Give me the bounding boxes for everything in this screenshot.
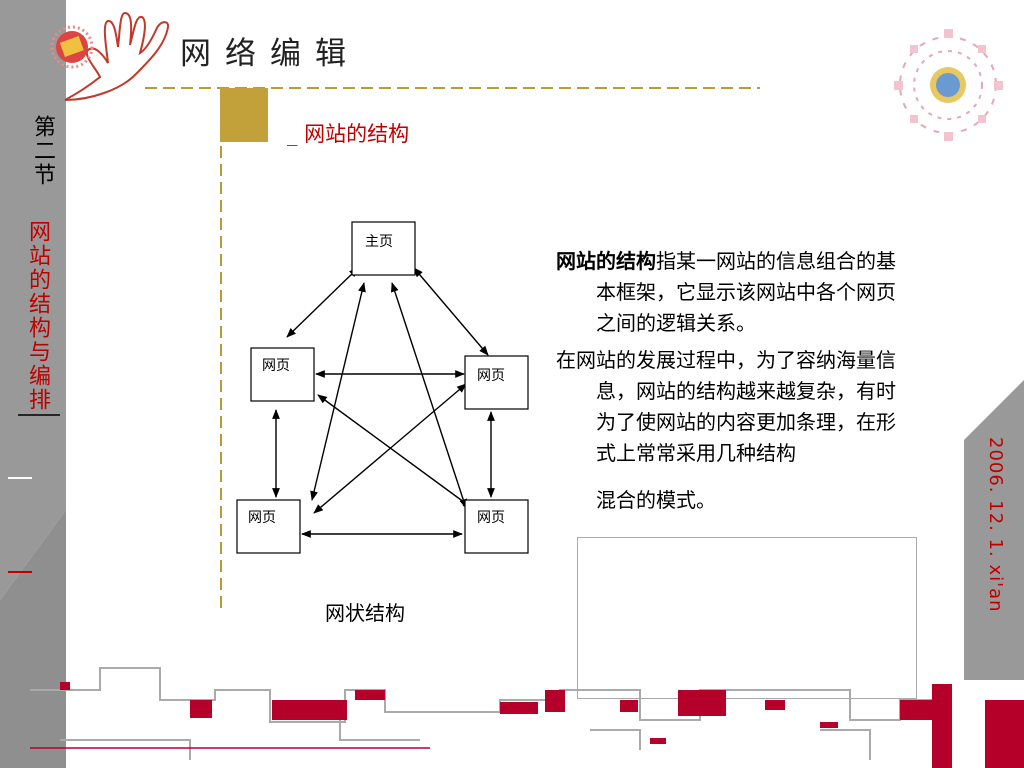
hand-logo-icon <box>50 11 170 101</box>
edge-home-right <box>413 267 489 356</box>
gray-outline-box <box>577 537 917 699</box>
diagram-caption: 网状结构 <box>325 601 405 625</box>
description-text: 网站的结构指某一网站的信息组合的基本框架，它显示该网站中各个网页之间的逻辑关系。… <box>556 246 896 516</box>
wheel-ornament-icon <box>894 29 1003 141</box>
edge-left-bottomright <box>317 394 473 509</box>
node-page-bottomleft-box <box>236 499 301 554</box>
bottom-decoration <box>30 667 1024 768</box>
dashed-guides <box>145 87 760 612</box>
description-definition: 指某一网站的信息组合的基本框架，它显示该网站中各个网页之间的逻辑关系。 <box>596 249 896 335</box>
date-label: 2006. 12. 1. xi'an <box>985 437 1006 613</box>
description-term: 网站的结构 <box>556 249 656 273</box>
gold-accent-block <box>220 88 268 142</box>
node-home-box <box>351 221 416 276</box>
sidebar-strip <box>0 0 66 768</box>
description-paragraph-3: 混合的模式。 <box>596 488 716 512</box>
node-page-right-label: 网页 <box>477 368 505 384</box>
node-page-left-box <box>250 347 315 402</box>
description-paragraph-2: 在网站的发展过程中，为了容纳海量信息，网站的结构越来越复杂，有时为了使网站的内容… <box>556 348 896 465</box>
node-page-right-box <box>464 355 529 410</box>
right-side-wedge <box>964 380 1024 680</box>
edge-right-bottomleft <box>313 383 467 514</box>
section-title: 网站的结构与编排 <box>25 220 50 412</box>
node-page-bottomright-label: 网页 <box>477 510 505 526</box>
header-title: 网络编辑 <box>180 36 360 72</box>
node-page-bottomleft-label: 网页 <box>248 510 276 526</box>
node-page-left-label: 网页 <box>262 358 290 374</box>
edge-home-left <box>286 267 359 338</box>
node-page-bottomright-box <box>464 499 529 554</box>
network-structure-diagram: 主页 网页 网页 网页 网页 <box>236 221 529 554</box>
node-home-label: 主页 <box>365 234 393 250</box>
slide-subtitle: _ 网站的结构 <box>287 122 410 146</box>
section-number: 第二节 <box>30 115 55 187</box>
edge-home-bottomleft <box>310 282 366 501</box>
